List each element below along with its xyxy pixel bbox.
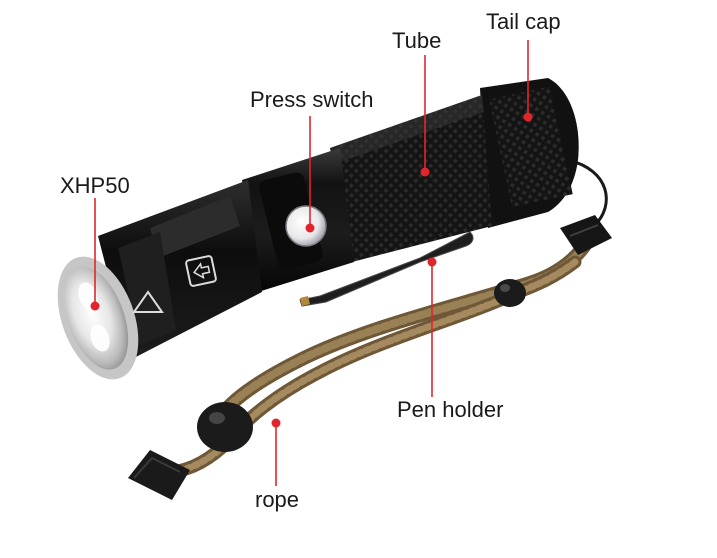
leader-dot-tube (420, 167, 430, 177)
lanyard-rope (128, 158, 612, 500)
label-tail-cap: Tail cap (486, 9, 561, 34)
pen-holder-clip (299, 231, 474, 307)
label-pen-holder: Pen holder (397, 397, 504, 422)
leader-dot-tail-cap (523, 112, 533, 122)
label-rope: rope (255, 487, 300, 512)
label-tube: Tube (392, 28, 442, 53)
leader-lines (90, 40, 533, 486)
leader-dot-rope (271, 418, 281, 428)
label-xhp50: XHP50 (60, 173, 130, 198)
label-press-switch: Press switch (250, 87, 374, 112)
flashlight (57, 78, 579, 380)
tail-cap-knurl (489, 86, 573, 208)
leader-dot-press-switch (305, 223, 315, 233)
leader-dot-pen-holder (427, 257, 437, 267)
leader-dot-xhp50 (90, 301, 100, 311)
usb-charge-icon (185, 255, 217, 287)
warning-triangle-icon (132, 290, 164, 313)
